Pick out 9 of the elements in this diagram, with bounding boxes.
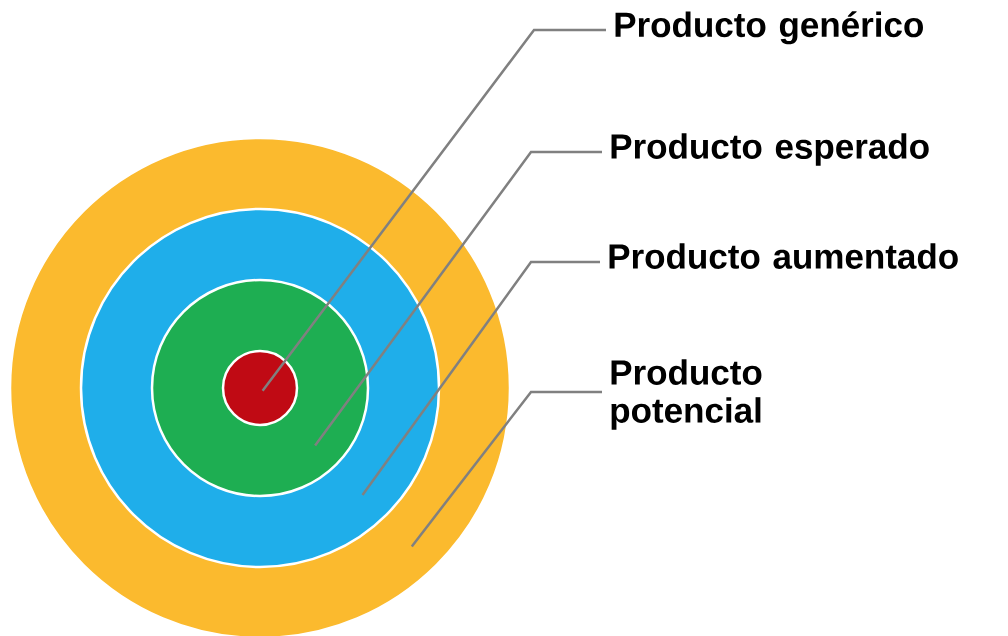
leader-line [361, 260, 600, 496]
ring [221, 349, 299, 427]
leader-line [314, 150, 602, 447]
leader-line [410, 390, 602, 548]
label-text: Producto potencial [611, 359, 762, 430]
label-text: Producto esperado [611, 133, 929, 166]
label-text: Producto aumentado [609, 243, 958, 269]
label-text: Producto genérico [615, 11, 923, 45]
leader-line [261, 28, 606, 392]
